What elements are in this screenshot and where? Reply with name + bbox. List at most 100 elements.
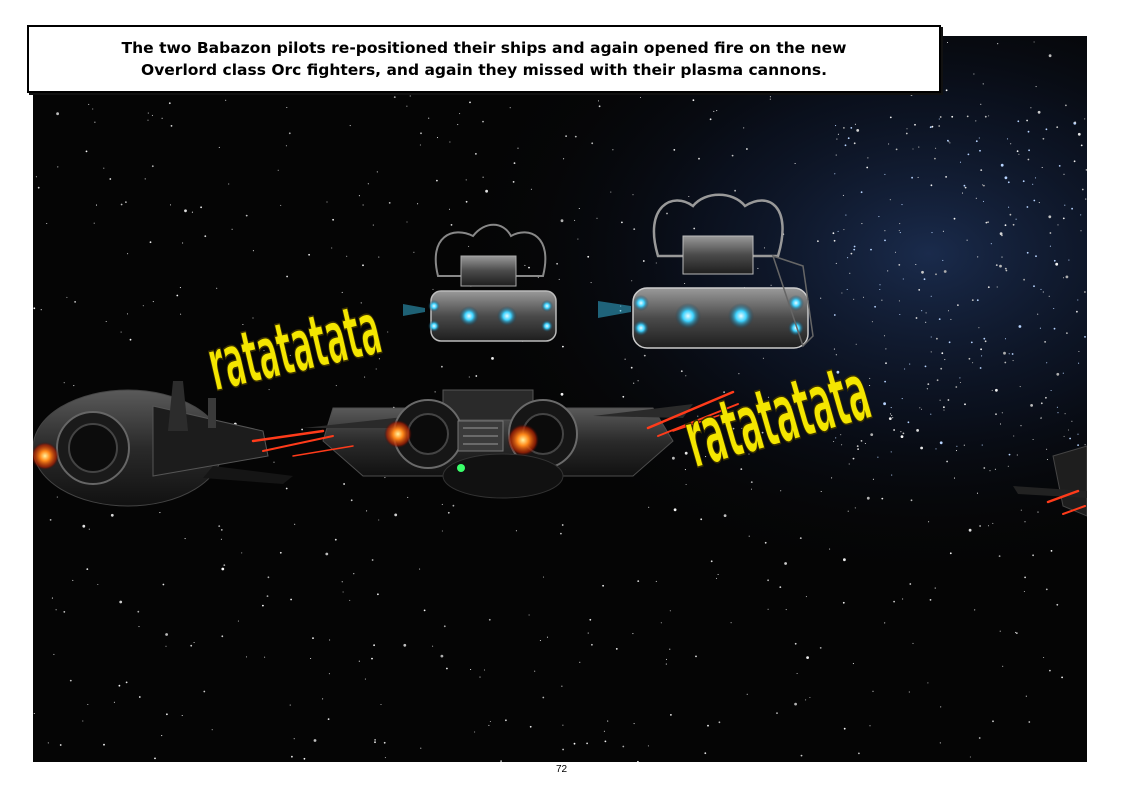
star: [710, 560, 713, 563]
star: [660, 622, 662, 624]
star: [762, 357, 764, 359]
star: [165, 645, 167, 647]
star: [685, 375, 687, 377]
star: [842, 194, 844, 196]
star: [988, 115, 990, 117]
star: [597, 100, 600, 102]
star: [125, 201, 127, 204]
star: [939, 441, 943, 445]
star: [313, 739, 317, 742]
star: [166, 713, 168, 716]
star: [349, 599, 351, 601]
star: [985, 221, 988, 224]
star: [930, 295, 932, 297]
star: [999, 264, 1002, 268]
star: [615, 648, 618, 650]
star: [1033, 199, 1036, 202]
star: [447, 511, 450, 514]
star: [946, 41, 949, 44]
star: [632, 194, 634, 196]
star: [591, 643, 593, 646]
star: [898, 230, 900, 232]
star: [995, 388, 998, 392]
star: [221, 635, 224, 638]
star: [1062, 277, 1065, 279]
star: [147, 112, 149, 114]
star: [407, 496, 409, 498]
star: [884, 173, 886, 175]
star: [879, 284, 881, 286]
star: [573, 742, 576, 745]
star: [151, 114, 153, 116]
star: [847, 257, 849, 259]
star: [291, 755, 293, 758]
star: [1045, 128, 1048, 131]
star: [633, 723, 635, 725]
star: [203, 690, 206, 693]
star: [602, 584, 604, 587]
star: [1068, 259, 1070, 261]
star: [428, 117, 430, 119]
star: [596, 217, 598, 219]
star: [980, 169, 983, 172]
star: [871, 321, 873, 323]
star: [216, 287, 218, 289]
star: [930, 413, 932, 415]
star: [697, 415, 699, 417]
star: [835, 262, 837, 264]
star: [769, 98, 771, 100]
star: [969, 756, 971, 758]
star: [973, 73, 975, 75]
star: [931, 125, 934, 128]
star: [800, 754, 803, 757]
star: [489, 720, 491, 723]
star: [1078, 350, 1080, 353]
star: [833, 440, 835, 443]
star: [901, 204, 903, 206]
star: [836, 370, 840, 374]
star: [904, 368, 906, 370]
star: [512, 181, 515, 183]
star: [289, 354, 291, 356]
star: [853, 142, 856, 145]
star: [748, 535, 750, 537]
star: [286, 275, 288, 278]
star: [945, 176, 947, 178]
star: [56, 112, 59, 116]
star: [204, 235, 207, 238]
star: [1035, 86, 1037, 88]
star: [707, 724, 709, 727]
star: [847, 416, 850, 419]
star: [1018, 325, 1022, 328]
star: [169, 204, 172, 206]
star: [1076, 310, 1078, 313]
star: [850, 252, 853, 255]
star: [833, 394, 835, 396]
star: [998, 555, 1001, 557]
star: [987, 525, 990, 527]
star: [684, 451, 688, 455]
star: [889, 116, 892, 119]
star: [841, 292, 843, 294]
star: [1084, 291, 1086, 293]
star: [482, 176, 484, 178]
star: [835, 125, 837, 127]
star: [943, 406, 945, 409]
star: [666, 212, 668, 215]
star: [574, 135, 577, 138]
star: [925, 312, 927, 314]
star: [939, 742, 941, 744]
star: [1014, 631, 1017, 633]
star: [88, 103, 90, 105]
star: [930, 351, 932, 353]
star: [1009, 213, 1012, 216]
star: [577, 238, 579, 240]
star: [855, 343, 857, 345]
star: [647, 745, 649, 747]
star: [976, 492, 979, 494]
star: [252, 250, 254, 252]
star: [889, 413, 892, 415]
star: [930, 184, 933, 187]
star: [530, 188, 532, 190]
